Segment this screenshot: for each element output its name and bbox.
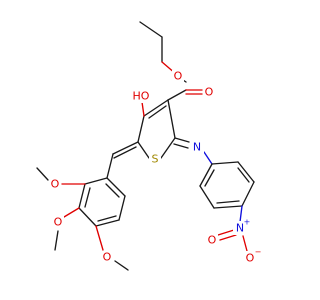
bond-ome4-ch3 [114,260,129,271]
bond-imine-n-aryl [203,151,213,165]
bond-tm-1-2 [84,177,108,185]
nitro-oxygen-double-label: O [208,234,217,247]
bond-np-6-1-inner [204,169,215,187]
bond-imine-double-2 [173,143,189,149]
bond-np-3-4 [241,181,255,207]
methoxy-4-oxygen-label: O [103,251,112,264]
bond-tm-2-3-inner [84,187,91,208]
bond-carbonyl-c-ring [167,89,187,101]
bond-np-2-3 [237,161,255,183]
bond-ring-c3-c2 [167,99,176,139]
bond-nitro-o-single [242,235,248,252]
bond-np-4-5-inner [216,200,240,204]
molecule-structure: HO O O S N N + O O − O O O [36,21,261,271]
bond-vinyl-aryl [106,153,114,179]
bond-ring-c3-c4 [143,99,169,117]
bond-ring-s-c2 [160,137,176,159]
bond-np-1-2 [211,161,239,165]
bond-tm-5-6 [118,195,126,221]
bond-tm-6-1 [106,177,126,197]
bond-ome2-ch3 [36,167,49,181]
bond-ring-c4-c5 [137,115,145,143]
bond-tm-2-3 [78,183,86,209]
bond-tm-6-1-inner [105,183,120,198]
nitro-oxygen-charge: − [255,248,262,257]
bond-ring-c3-c4-inner [148,105,167,119]
bond-ring-c5-s [137,141,150,159]
hydroxyl-label: HO [133,90,150,103]
ester-ether-oxygen-label: O [174,70,183,83]
bond-np-5-6 [199,185,215,209]
bond-np-6-1 [199,163,213,187]
bond-c4-oh [141,101,145,117]
bond-tm-3-4 [78,207,97,227]
bond-tm-4-5-inner [97,215,117,222]
bond-tm-4-5 [95,219,120,227]
bond-ome3-ch3 [54,230,59,251]
imine-nitrogen-label: N [193,141,201,154]
bond-ethyl-ch3 [139,21,163,38]
bond-exo-double-2 [113,146,137,159]
bond-tm-ome4-o [95,225,104,251]
bond-imine-double-1 [174,137,190,143]
bond-np-nitro-n [239,205,243,223]
nitro-nitrogen-label: N [236,222,244,235]
bonds [36,21,255,271]
methoxy-3-oxygen-label: O [54,216,63,229]
bond-np-2-3-inner [237,167,250,183]
bond-tm-ome3-o [63,207,80,218]
bond-nitro-o-double-1 [217,229,235,236]
bond-exo-double-1 [112,141,139,155]
ester-carbonyl-oxygen-label: O [205,86,214,99]
nitro-oxygen-single-label: O [246,252,255,265]
methoxy-2-oxygen-label: O [51,178,60,191]
nitro-nitrogen-charge: + [244,218,251,227]
bond-np-4-5 [213,205,243,209]
thiophene-sulfur-label: S [152,153,159,166]
atom-labels: HO O O S N N + O O − O O O [49,70,261,265]
bond-nitro-o-double-2 [219,234,237,241]
